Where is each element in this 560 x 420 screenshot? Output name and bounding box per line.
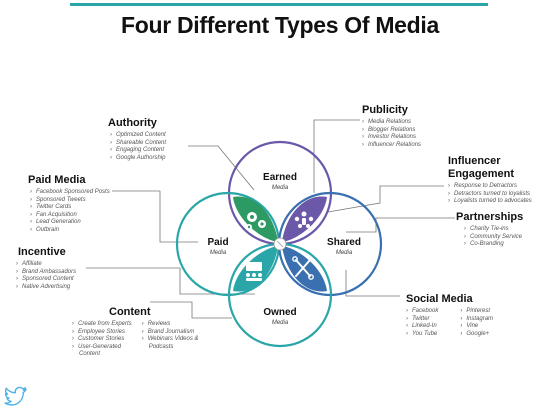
- owned-label: Owned Media: [245, 307, 315, 327]
- list-item: You Tube: [406, 331, 438, 339]
- influencer-block: Influencer Engagement Response to Detrac…: [448, 155, 532, 206]
- connector-social-media: [345, 270, 400, 297]
- connector-authority: [188, 145, 255, 191]
- list-item: Loyalists turned to advocates: [448, 198, 532, 206]
- list-item: Google+: [460, 331, 493, 339]
- earned-subtitle: Media: [271, 185, 289, 191]
- list-item: Brand Journalism: [142, 329, 199, 337]
- list-item: Community Service: [464, 234, 523, 242]
- list-item: Co-Branding: [464, 241, 523, 249]
- list-item: User-Generated: [72, 344, 132, 352]
- owned-title: Owned: [263, 307, 297, 318]
- owned-subtitle: Media: [271, 320, 289, 326]
- list-item: Customer Stories: [72, 336, 132, 344]
- paid-media-heading: Paid Media: [28, 174, 86, 186]
- shared-subtitle: Media: [335, 250, 353, 256]
- list-item: Brand Ambassadors: [16, 269, 76, 277]
- social-media-block: Social Media Facebook Twitter Linked-In …: [406, 293, 493, 338]
- list-item: Sponsored Content: [16, 276, 76, 284]
- connector-publicity: [313, 119, 360, 193]
- list-item: Google Authorship: [110, 155, 166, 163]
- list-item: Vine: [460, 323, 493, 331]
- list-item: Pinterest: [460, 308, 493, 316]
- connector-influencer: [327, 185, 444, 213]
- paid-subtitle: Media: [209, 250, 227, 256]
- list-item: Outbrain: [30, 227, 110, 235]
- influencer-heading-line2: Engagement: [448, 168, 515, 180]
- twitter-bird-icon: [4, 386, 27, 406]
- top-accent-bar: [70, 3, 488, 6]
- influencer-heading-line1: Influencer: [448, 155, 501, 167]
- page-title: Four Different Types Of Media: [120, 12, 440, 38]
- list-item-continued: Content: [79, 351, 101, 358]
- list-item: Influencer Relations: [362, 142, 421, 150]
- connector-paid-media: [112, 190, 198, 243]
- list-item: Investor Relations: [362, 134, 421, 142]
- content-block: Content Create from Experts Employee Sto…: [72, 306, 199, 359]
- list-item: Facebook Sponsored Posts: [30, 189, 110, 197]
- content-heading: Content: [109, 306, 151, 318]
- list-item: Twitter: [406, 316, 438, 324]
- list-item: Instagram: [460, 316, 493, 324]
- owned-circle: [227, 242, 333, 348]
- partnerships-block: Partnerships Charity Tie-ins Community S…: [456, 211, 523, 249]
- list-item: Detractors turned to loyalists: [448, 191, 532, 199]
- list-item: Twitter Cards: [30, 204, 110, 212]
- list-item: Webinars Videos &: [142, 336, 199, 344]
- paid-media-block: Paid Media Facebook Sponsored Posts Spon…: [28, 174, 110, 235]
- list-item: Lead Generation: [30, 219, 110, 227]
- meeting-icon: [246, 262, 262, 281]
- connector-partnerships: [346, 217, 455, 233]
- paid-title: Paid: [207, 237, 229, 248]
- partnerships-heading: Partnerships: [456, 211, 524, 223]
- shared-label: Shared Media: [309, 237, 379, 257]
- list-item: Create from Experts: [72, 321, 132, 329]
- list-item: Affiliate: [16, 261, 76, 269]
- shared-title: Shared: [327, 237, 361, 248]
- list-item: Fan Acquisition: [30, 212, 110, 220]
- list-item-continued: Podcasts: [148, 343, 174, 350]
- publicity-block: Publicity Media Relations Blogger Relati…: [362, 104, 421, 149]
- earned-title: Earned: [263, 172, 297, 183]
- list-item: Charity Tie-ins: [464, 226, 523, 234]
- incentive-block: Incentive Affiliate Brand Ambassadors Sp…: [18, 246, 76, 291]
- list-item: Sponsored Tweets: [30, 197, 110, 205]
- earned-label: Earned Media: [245, 172, 315, 192]
- tools-icon: [292, 256, 314, 280]
- connector-content: [150, 301, 232, 319]
- list-item: Native Advertising: [16, 284, 76, 292]
- earned-circle: [227, 140, 333, 246]
- list-item: Media Relations: [362, 119, 421, 127]
- list-item: Blogger Relations: [362, 127, 421, 135]
- list-item: Employee Stories: [72, 329, 132, 337]
- authority-block: Authority Optimized Content Shareable Co…: [108, 117, 166, 162]
- list-item: Reviews: [142, 321, 199, 329]
- incentive-heading: Incentive: [18, 246, 66, 258]
- list-item: Response to Detractors: [448, 183, 532, 191]
- gears-icon: [246, 212, 266, 230]
- publicity-heading: Publicity: [362, 104, 408, 116]
- list-item: Engaging Content: [110, 147, 166, 155]
- people-icon: [294, 211, 314, 228]
- list-item: Linked-In: [406, 323, 438, 331]
- list-item: Shareable Content: [110, 140, 166, 148]
- social-media-heading: Social Media: [406, 293, 473, 305]
- authority-heading: Authority: [108, 117, 157, 129]
- paid-label: Paid Media: [183, 237, 253, 257]
- list-item: Optimized Content: [110, 132, 166, 140]
- list-item: Facebook: [406, 308, 438, 316]
